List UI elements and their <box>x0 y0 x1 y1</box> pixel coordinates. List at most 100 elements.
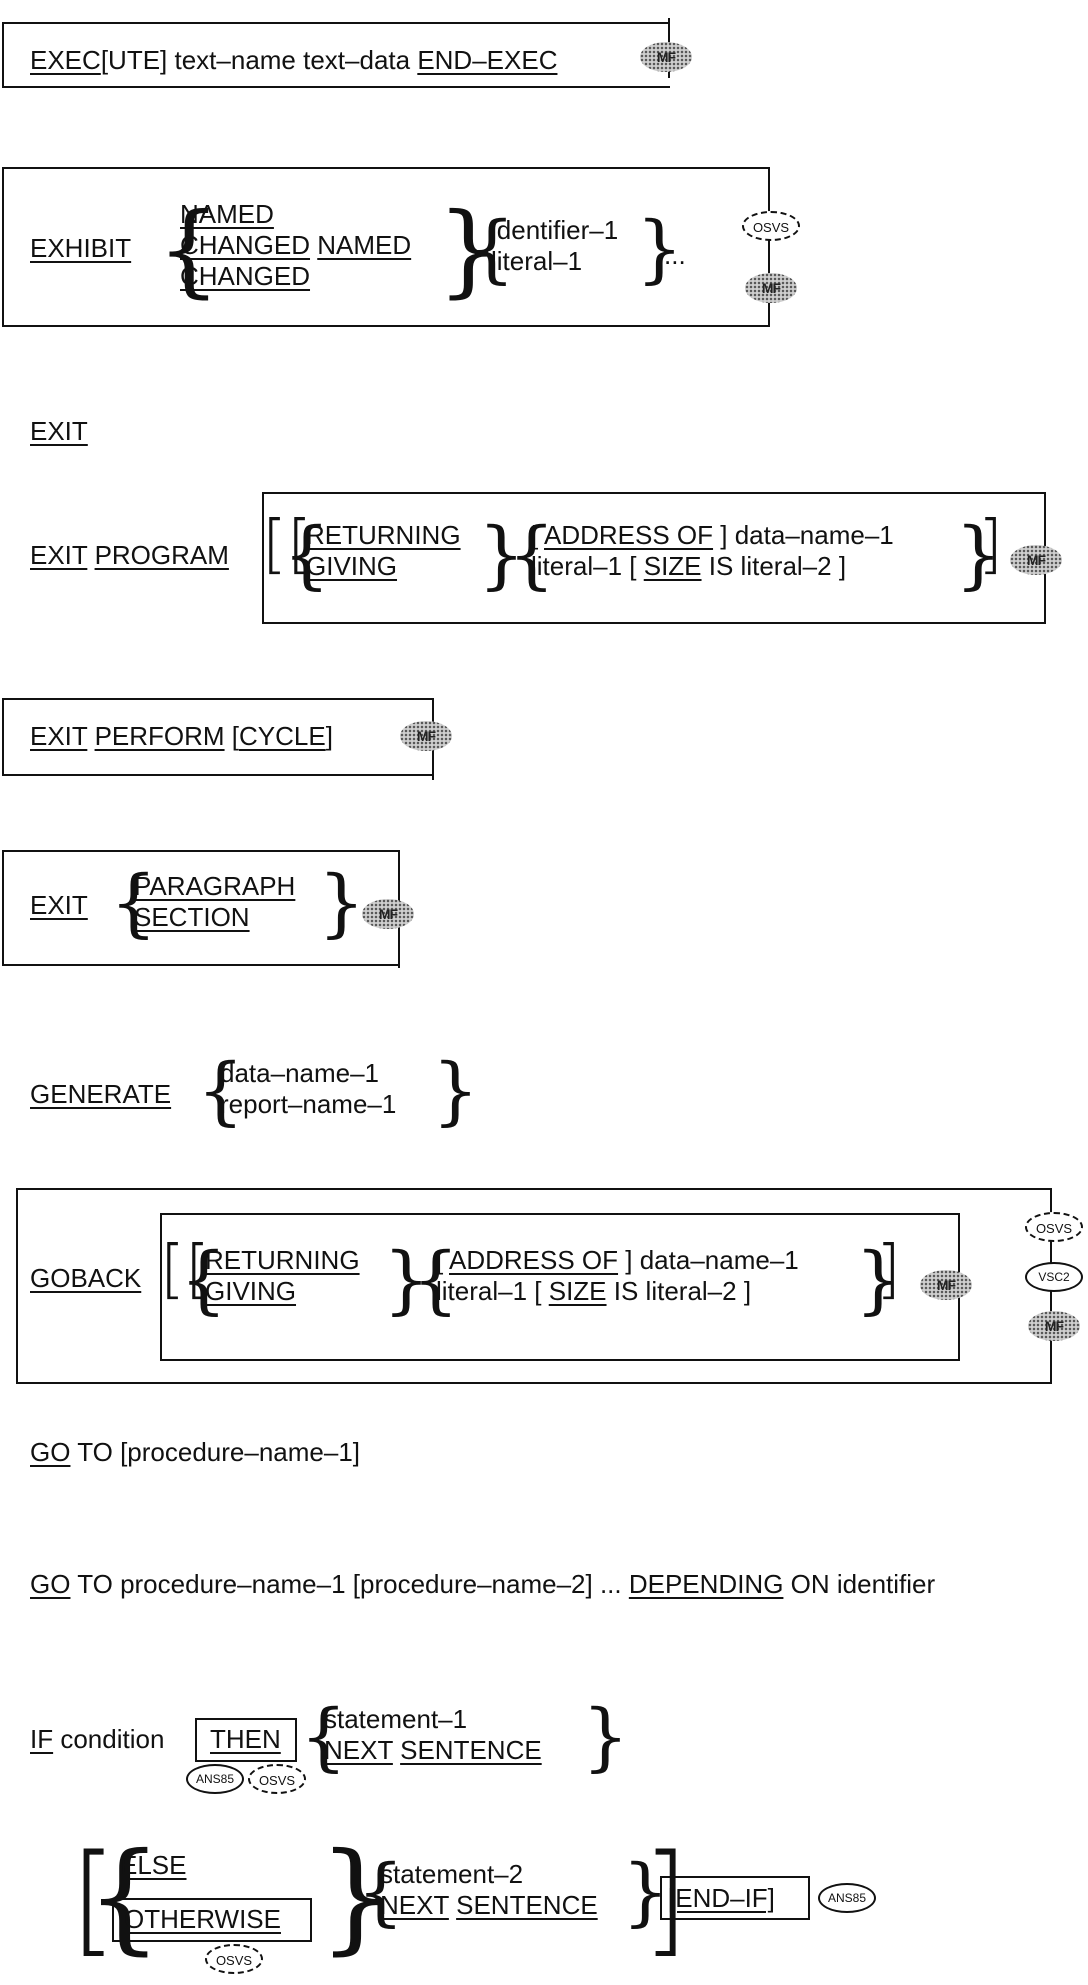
bracket-open: [ <box>436 1245 450 1275</box>
mf-badge: MF <box>400 721 452 751</box>
otherwise-box <box>112 1898 312 1942</box>
program-keyword: PROGRAM <box>94 540 229 570</box>
exit-program-open-brace: { <box>283 512 331 598</box>
else-statement-options: statement–2 NEXT SENTENCE <box>380 1859 598 1921</box>
exit-program-close-brace-2: } <box>955 512 1003 598</box>
else-open-brace-2: { <box>357 1849 405 1935</box>
on-identifier: ON identifier <box>783 1569 936 1599</box>
returning-giving-options: RETURNING GIVING <box>306 520 461 582</box>
go-keyword: GO <box>30 1569 71 1599</box>
exhibit-open-brace: { <box>157 191 221 308</box>
else-open-brace: { <box>86 1828 163 1967</box>
section-option: SECTION <box>134 902 250 932</box>
exit-keyword: EXIT <box>30 540 88 570</box>
exhibit-close-brace-2: } <box>636 206 684 292</box>
then-keyword: THEN <box>210 1724 281 1754</box>
exec-suffix: [UTE] <box>100 45 168 75</box>
goto-statement: GO TO [procedure–name–1] <box>30 1437 360 1467</box>
identifier-1: identifier–1 <box>491 215 619 245</box>
size-keyword: SIZE <box>548 1276 607 1306</box>
go-keyword: GO <box>30 1437 71 1467</box>
execute-statement: EXEC[UTE] text–name text–data END–EXEC <box>30 45 557 75</box>
otherwise-keyword: OTHERWISE <box>124 1904 281 1934</box>
osvs-badge: OSVS <box>248 1764 306 1794</box>
generate-operands: data–name–1 report–name–1 <box>220 1058 396 1120</box>
literal-2: IS literal–2 ] <box>701 551 847 581</box>
sentence-keyword: SENTENCE <box>400 1735 542 1765</box>
goback-open-brace-2: { <box>412 1237 460 1323</box>
goback-close-brace-2: } <box>855 1237 903 1323</box>
bracket-open: [ <box>531 520 545 550</box>
size-keyword: SIZE <box>643 551 702 581</box>
osvs-badge: OSVS <box>205 1944 263 1974</box>
report-name-1: report–name–1 <box>220 1089 397 1119</box>
goto-operands: TO [procedure–name–1] <box>70 1437 361 1467</box>
literal-1: literal–1 [ <box>436 1276 549 1306</box>
mf-badge: MF <box>1010 545 1062 575</box>
changed-named-option-2: NAMED <box>317 230 412 260</box>
data-name-1: ] data–name–1 <box>713 520 894 550</box>
if-open-brace: { <box>300 1694 348 1780</box>
goback-close-bracket: ] <box>876 1233 901 1307</box>
data-name-1: data–name–1 <box>220 1058 380 1088</box>
execute-box <box>2 22 670 88</box>
literal-1: literal–1 [ <box>531 551 644 581</box>
giving-option: GIVING <box>205 1276 297 1306</box>
statement-1: statement–1 <box>324 1704 468 1734</box>
goto-operands: TO procedure–name–1 [procedure–name–2] .… <box>70 1569 629 1599</box>
goback-open-brackets: [[ <box>160 1233 210 1307</box>
vsc2-badge: VSC2 <box>1025 1262 1083 1292</box>
depending-keyword: DEPENDING <box>628 1569 784 1599</box>
exit-para-open-brace: { <box>110 860 158 946</box>
else-close-brace: } <box>318 1828 395 1967</box>
if-statement: IF condition <box>30 1724 164 1754</box>
generate-keyword: GENERATE <box>30 1079 172 1109</box>
exhibit-operands: identifier–1 literal–1 <box>491 215 618 277</box>
generate-open-brace: { <box>197 1048 245 1134</box>
next-keyword: NEXT <box>380 1890 449 1920</box>
exit-para-close-brace: } <box>318 860 366 946</box>
next-keyword: NEXT <box>324 1735 393 1765</box>
mf-badge: MF <box>640 42 692 72</box>
exit-program-open-brackets: [[ <box>262 508 312 582</box>
else-open-bracket: [ <box>70 1830 117 1969</box>
goback-address-literal: [ ADDRESS OF ] data–name–1 literal–1 [ S… <box>436 1245 799 1307</box>
exit-program-close-brace: } <box>478 512 526 598</box>
exit-perform-box <box>2 698 434 776</box>
else-keyword: ELSE <box>120 1850 187 1880</box>
if-keyword: IF <box>30 1724 54 1754</box>
goback-close-brace: } <box>383 1237 431 1323</box>
sentence-keyword: SENTENCE <box>456 1890 598 1920</box>
mf-badge: MF <box>362 899 414 929</box>
if-close-brace: } <box>582 1694 630 1780</box>
exit-paragraph-box <box>2 850 400 966</box>
goback-open-brace: { <box>180 1237 228 1323</box>
if-statement-options: statement–1 NEXT SENTENCE <box>324 1704 542 1766</box>
statement-2: statement–2 <box>380 1859 524 1889</box>
then-box <box>195 1718 297 1762</box>
named-option: NAMED <box>180 199 274 229</box>
exit-program-close-bracket: ] <box>978 508 1003 582</box>
exhibit-keyword: EXHIBIT <box>30 233 132 263</box>
goback-keyword: GOBACK <box>30 1263 142 1293</box>
osvs-badge: OSVS <box>742 211 800 241</box>
perform-keyword: PERFORM <box>94 721 225 751</box>
mf-badge: MF <box>745 273 797 303</box>
exit-perform-statement: EXIT PERFORM [CYCLE] <box>30 721 333 751</box>
address-of-keyword: ADDRESS OF <box>449 1245 619 1275</box>
condition: condition <box>53 1724 165 1754</box>
goto-depending-statement: GO TO procedure–name–1 [procedure–name–2… <box>30 1569 935 1599</box>
cycle-keyword: CYCLE <box>239 721 326 751</box>
osvs-badge: OSVS <box>1025 1212 1083 1242</box>
exhibit-close-brace: } <box>437 191 501 308</box>
generate-close-brace: } <box>432 1048 480 1134</box>
literal-1: literal–1 <box>491 246 583 276</box>
exhibit-box <box>2 167 770 327</box>
exec-operands: text–name text–data <box>167 45 418 75</box>
end-if-keyword: [END–IF] <box>668 1883 775 1913</box>
bracket-close: ] <box>325 721 333 751</box>
goback-returning-giving: RETURNING GIVING <box>205 1245 360 1307</box>
exit-program-statement: EXIT PROGRAM <box>30 540 229 570</box>
exhibit-open-brace-2: { <box>468 206 516 292</box>
exec-keyword: EXEC <box>30 45 101 75</box>
